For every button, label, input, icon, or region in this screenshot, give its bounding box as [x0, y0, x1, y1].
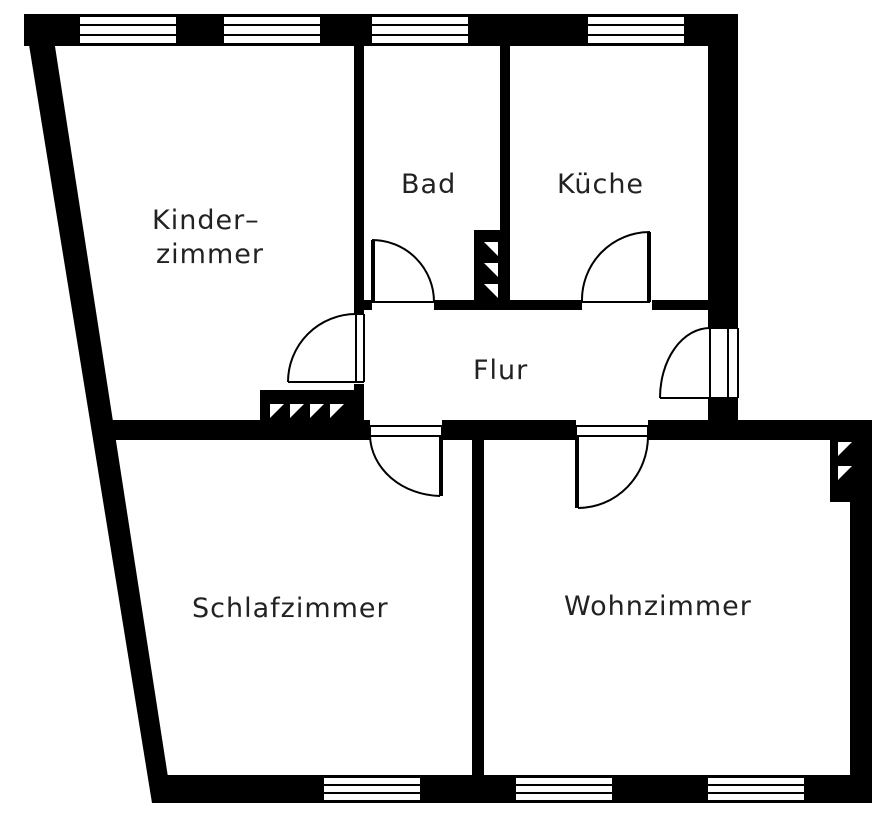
exterior-walls — [24, 14, 872, 803]
label-schlafzimmer: Schlafzimmer — [192, 593, 389, 624]
window-bottom-3 — [708, 778, 804, 800]
wall-bad-kueche — [500, 44, 510, 306]
wall-schlaf-wohn — [472, 430, 484, 780]
window-top-1 — [80, 17, 176, 43]
label-flur: Flur — [473, 355, 528, 386]
door-bad — [371, 239, 435, 303]
label-kinderzimmer-line2: zimmer — [156, 239, 264, 270]
doors — [287, 231, 739, 509]
window-top-4 — [588, 17, 684, 43]
room-labels: Kinder– zimmer Bad Küche Flur Schlafzimm… — [152, 169, 752, 624]
wall-kinder-bad — [354, 44, 364, 310]
window-bottom-1 — [324, 778, 420, 800]
chimney-flues — [270, 242, 852, 480]
door-kueche — [580, 231, 651, 303]
door-wohn — [575, 425, 649, 509]
window-top-3 — [372, 17, 468, 43]
windows — [80, 17, 804, 800]
wall-step — [708, 420, 872, 440]
window-top-2 — [224, 17, 320, 43]
door-entrance — [659, 327, 739, 399]
wall-right-lower — [850, 420, 872, 803]
window-bottom-2 — [516, 778, 612, 800]
door-kinder — [287, 313, 365, 383]
wall-left — [24, 14, 172, 803]
door-schlaf — [369, 425, 443, 497]
label-kueche: Küche — [557, 169, 644, 200]
label-bad: Bad — [401, 169, 456, 200]
label-kinderzimmer-line1: Kinder– — [152, 205, 260, 236]
interior-walls — [100, 44, 854, 780]
label-wohnzimmer: Wohnzimmer — [564, 591, 752, 622]
wall-flur-top — [354, 300, 718, 310]
